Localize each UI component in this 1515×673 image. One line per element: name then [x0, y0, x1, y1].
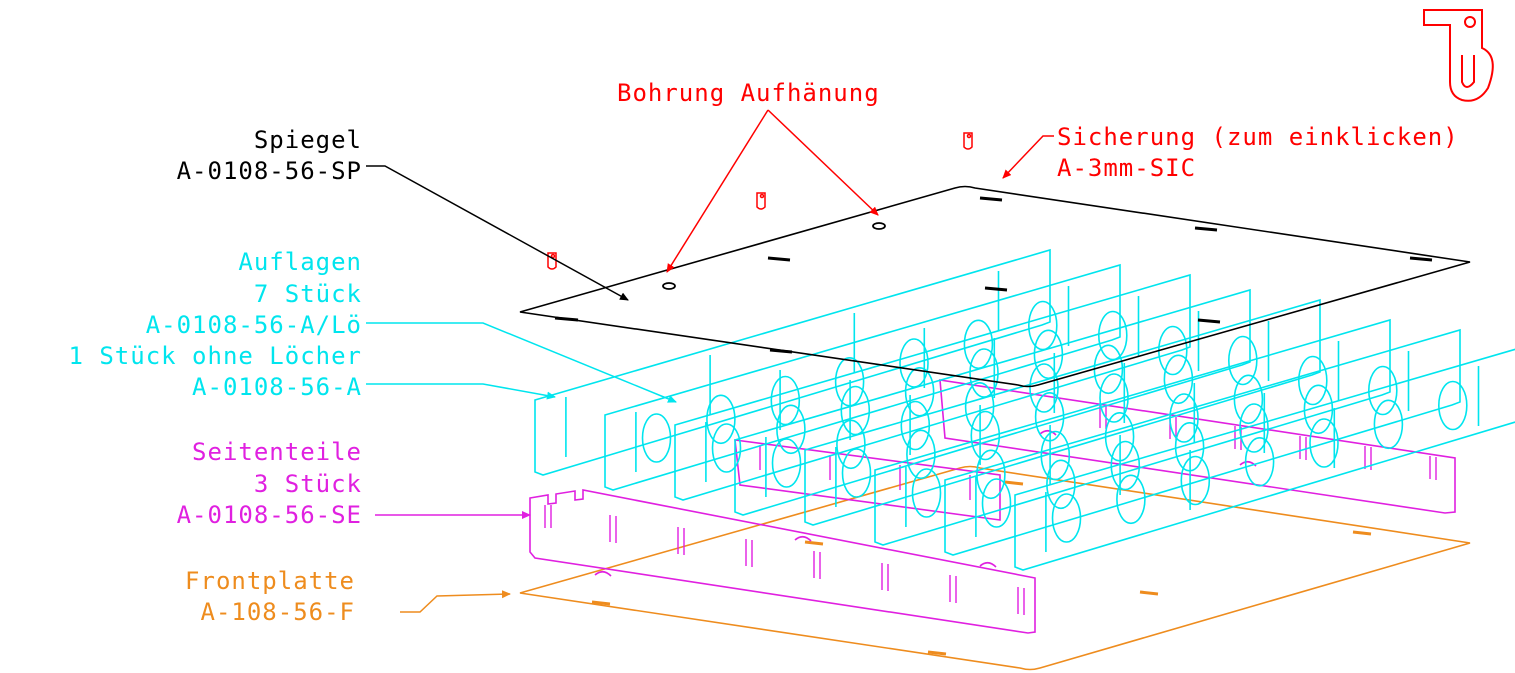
auflage-hole [841, 448, 872, 498]
sicherung-code-label: A-3mm-SIC [1057, 154, 1196, 182]
auflage-hole [706, 394, 736, 445]
auflage-hole [711, 423, 742, 473]
auflage-hole [770, 375, 801, 426]
frontplatte-part [519, 465, 1471, 671]
sicherung-clip-icons [547, 132, 973, 270]
auflage-panel [674, 273, 1191, 501]
seitenteile-code-label: A-0108-56-SE [177, 501, 362, 529]
bohrung-callout: Bohrung Aufhänung [617, 79, 880, 273]
auflage-hole [1309, 418, 1339, 468]
auflage-hole [900, 400, 931, 451]
auflage-hole [1029, 363, 1059, 413]
auflage-hole [906, 429, 936, 480]
auflage-hole [1169, 393, 1199, 443]
auflage-hole [1051, 493, 1082, 543]
seitenteile-callout: Seitenteile 3 Stück A-0108-56-SE [177, 438, 531, 529]
auflage-hole [1368, 365, 1398, 416]
auflage-hole [1033, 329, 1064, 380]
auflage-hole [641, 413, 672, 463]
auflage-hole [899, 338, 929, 388]
seitenteile-part [529, 379, 1456, 634]
auflagen-note-label: 1 Stück ohne Löcher [68, 342, 362, 370]
auflagen-code2-label: A-0108-56-A [192, 373, 362, 401]
spiegel-callout: Spiegel A-0108-56-SP [177, 126, 629, 301]
auflage-hole [981, 478, 1012, 528]
auflage-hole [1163, 354, 1194, 405]
spiegel-code-label: A-0108-56-SP [177, 157, 362, 185]
auflagen-code1-label: A-0108-56-A/Lö [146, 311, 362, 339]
auflage-hole [836, 419, 866, 470]
auflage-hole [1233, 374, 1264, 425]
frontplatte-title-label: Frontplatte [185, 567, 355, 595]
auflagen-part [534, 248, 1515, 571]
auflage-hole [771, 438, 802, 488]
auflage-hole [1298, 355, 1328, 406]
auflage-hole [911, 468, 942, 518]
auflage-panel [944, 328, 1461, 556]
auflage-panel [534, 248, 1051, 476]
sicherung-title-label: Sicherung (zum einklicken) [1057, 123, 1459, 151]
auflage-panel [1014, 348, 1515, 571]
auflage-panel [734, 288, 1251, 516]
auflage-hole [1438, 380, 1468, 431]
auflage-panel [874, 318, 1391, 546]
sicherung-callout: Sicherung (zum einklicken) A-3mm-SIC [1002, 123, 1459, 182]
auflage-hole [970, 410, 1001, 461]
auflage-hole [1028, 300, 1058, 351]
auflage-hole [1046, 459, 1076, 510]
frontplatte-callout: Frontplatte A-108-56-F [185, 567, 511, 626]
auflage-hole [1116, 474, 1146, 525]
auflage-hole [1303, 384, 1334, 435]
auflagen-callout: Auflagen 7 Stück A-0108-56-A/Lö 1 Stück … [68, 248, 677, 403]
auflage-hole [1373, 399, 1404, 450]
auflage-hole [1098, 310, 1128, 361]
auflagen-count-label: 7 Stück [254, 280, 362, 308]
auflage-hole [1110, 440, 1141, 491]
auflage-hole [1099, 373, 1129, 423]
auflage-hole [1228, 335, 1258, 386]
spiegel-part [519, 185, 1471, 388]
auflage-hole [840, 385, 871, 436]
bohrung-label: Bohrung Aufhänung [617, 79, 880, 107]
auflage-hole [1040, 430, 1071, 481]
sicherung-detail-icon [1423, 9, 1494, 102]
auflage-panel [604, 263, 1121, 491]
frontplatte-code-label: A-108-56-F [201, 598, 356, 626]
auflage-hole [1239, 403, 1269, 453]
auflage-hole [1180, 455, 1211, 506]
auflage-hole [969, 348, 999, 398]
auflage-panel [804, 298, 1321, 526]
seitenteile-count-label: 3 Stück [254, 470, 362, 498]
spiegel-title-label: Spiegel [254, 126, 362, 154]
auflagen-title-label: Auflagen [238, 248, 362, 276]
auflage-hole [976, 449, 1006, 500]
auflage-hole [1244, 436, 1275, 487]
auflage-hole [776, 404, 806, 455]
seitenteile-title-label: Seitenteile [192, 438, 362, 466]
